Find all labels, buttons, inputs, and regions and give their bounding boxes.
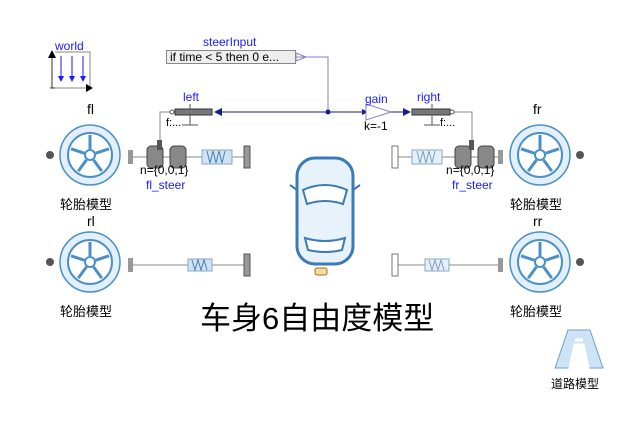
fl-steer-label: fl_steer: [146, 178, 186, 192]
road-icon[interactable]: [554, 329, 604, 370]
left-param: f:...: [166, 117, 182, 129]
wheel-fr-label: 轮胎模型: [510, 197, 563, 212]
wheel-fl-label: 轮胎模型: [60, 197, 113, 212]
wheel-rl-label: 轮胎模型: [60, 304, 113, 319]
fr-steer-label: fr_steer: [452, 178, 493, 192]
wheel-rr-label: 轮胎模型: [510, 304, 563, 319]
fr-suspension-chain[interactable]: [391, 140, 503, 169]
left-label: left: [183, 90, 200, 104]
wheel-fr-icon[interactable]: [509, 124, 584, 186]
car-body-icon[interactable]: [289, 156, 361, 266]
wheel-fr-id: fr: [533, 101, 542, 117]
right-actuator[interactable]: [411, 104, 473, 148]
body-connector: [314, 267, 328, 276]
left-actuator[interactable]: [159, 104, 213, 148]
right-param: f:...: [440, 117, 456, 129]
wheel-rr-id: rr: [533, 213, 543, 229]
steer-input-label: steerInput: [203, 35, 257, 49]
wheel-fl-id: fl: [87, 101, 94, 117]
wheel-rr-icon[interactable]: [509, 231, 584, 293]
fl-suspension-chain[interactable]: [128, 140, 251, 169]
fr-steer-param: n={0,0,1}: [446, 163, 495, 177]
rr-suspension-chain[interactable]: [391, 253, 503, 277]
fl-steer-param: n={0,0,1}: [140, 163, 189, 177]
right-label: right: [417, 90, 441, 104]
gain-param: k=-1: [364, 119, 388, 133]
wheel-rl-id: rl: [87, 213, 95, 229]
world-component[interactable]: [48, 50, 93, 92]
world-label: world: [55, 39, 84, 53]
junction-dot: [325, 109, 331, 115]
wheel-fl-icon[interactable]: [46, 124, 121, 186]
rl-suspension-chain[interactable]: [128, 253, 251, 277]
road-label: 道路模型: [551, 377, 600, 391]
diagram-title: 车身6自由度模型: [200, 301, 435, 336]
gain-label: gain: [365, 92, 388, 106]
steer-input-block[interactable]: if time < 5 then 0 e...: [166, 50, 296, 64]
gain-block[interactable]: [365, 103, 393, 121]
wheel-rl-icon[interactable]: [46, 231, 121, 293]
